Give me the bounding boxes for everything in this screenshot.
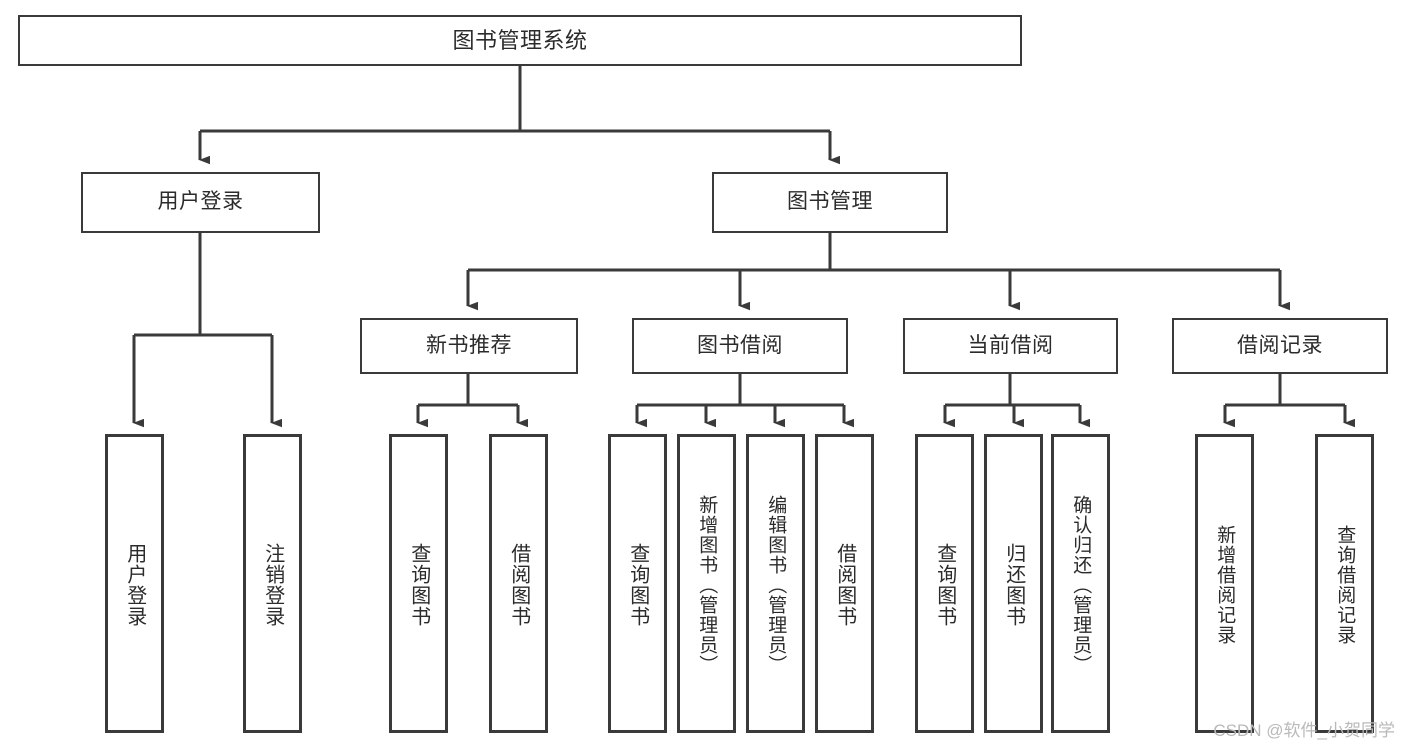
- leaf-query-book-2[interactable]: 查询图书: [608, 434, 667, 733]
- node-book-manage-label: 图书管理: [787, 190, 873, 214]
- leaf-logout-login[interactable]: 注销登录: [243, 434, 302, 733]
- leaf-add-record-label: 新增借阅记录: [1214, 524, 1236, 645]
- leaf-query-book-1[interactable]: 查询图书: [389, 434, 448, 733]
- leaf-query-record[interactable]: 查询借阅记录: [1315, 434, 1374, 733]
- leaf-user-login-label: 用户登录: [123, 542, 146, 627]
- node-borrow-record[interactable]: 借阅记录: [1172, 318, 1388, 374]
- node-borrow-record-label: 借阅记录: [1237, 333, 1323, 357]
- leaf-confirm-return[interactable]: 确认归还（管理员）: [1051, 434, 1110, 733]
- leaf-add-book[interactable]: 新增图书（管理员）: [677, 434, 736, 733]
- leaf-query-book-1-label: 查询图书: [407, 542, 430, 627]
- node-user-login[interactable]: 用户登录: [81, 172, 320, 233]
- leaf-query-record-label: 查询借阅记录: [1334, 524, 1356, 645]
- leaf-edit-book-label: 编辑图书（管理员）: [765, 494, 787, 675]
- node-root[interactable]: 图书管理系统: [18, 15, 1022, 66]
- leaf-return-book-label: 归还图书: [1002, 542, 1025, 627]
- node-root-label: 图书管理系统: [452, 27, 588, 53]
- leaf-confirm-return-label: 确认归还（管理员）: [1070, 494, 1092, 675]
- node-current-borrow-label: 当前借阅: [967, 333, 1054, 357]
- node-user-login-label: 用户登录: [157, 190, 244, 214]
- leaf-add-record[interactable]: 新增借阅记录: [1195, 434, 1254, 733]
- node-book-borrow[interactable]: 图书借阅: [632, 318, 848, 374]
- leaf-query-book-3-label: 查询图书: [933, 542, 956, 627]
- node-new-book-recommend-label: 新书推荐: [426, 333, 512, 357]
- leaf-logout-login-label: 注销登录: [261, 542, 284, 627]
- leaf-query-book-3[interactable]: 查询图书: [915, 434, 974, 733]
- leaf-borrow-book-1[interactable]: 借阅图书: [489, 434, 548, 733]
- leaf-edit-book[interactable]: 编辑图书（管理员）: [746, 434, 805, 733]
- node-book-borrow-label: 图书借阅: [697, 333, 783, 357]
- node-new-book-recommend[interactable]: 新书推荐: [360, 318, 578, 374]
- leaf-user-login[interactable]: 用户登录: [105, 434, 164, 733]
- leaf-borrow-book-1-label: 借阅图书: [507, 542, 530, 627]
- leaf-return-book[interactable]: 归还图书: [984, 434, 1043, 733]
- node-current-borrow[interactable]: 当前借阅: [903, 318, 1118, 374]
- leaf-add-book-label: 新增图书（管理员）: [696, 494, 718, 675]
- leaf-query-book-2-label: 查询图书: [626, 542, 649, 627]
- node-book-manage[interactable]: 图书管理: [712, 172, 948, 233]
- leaf-borrow-book-2[interactable]: 借阅图书: [815, 434, 874, 733]
- csdn-watermark: CSDN @软件_小贺同学: [1213, 721, 1395, 740]
- leaf-borrow-book-2-label: 借阅图书: [833, 542, 856, 627]
